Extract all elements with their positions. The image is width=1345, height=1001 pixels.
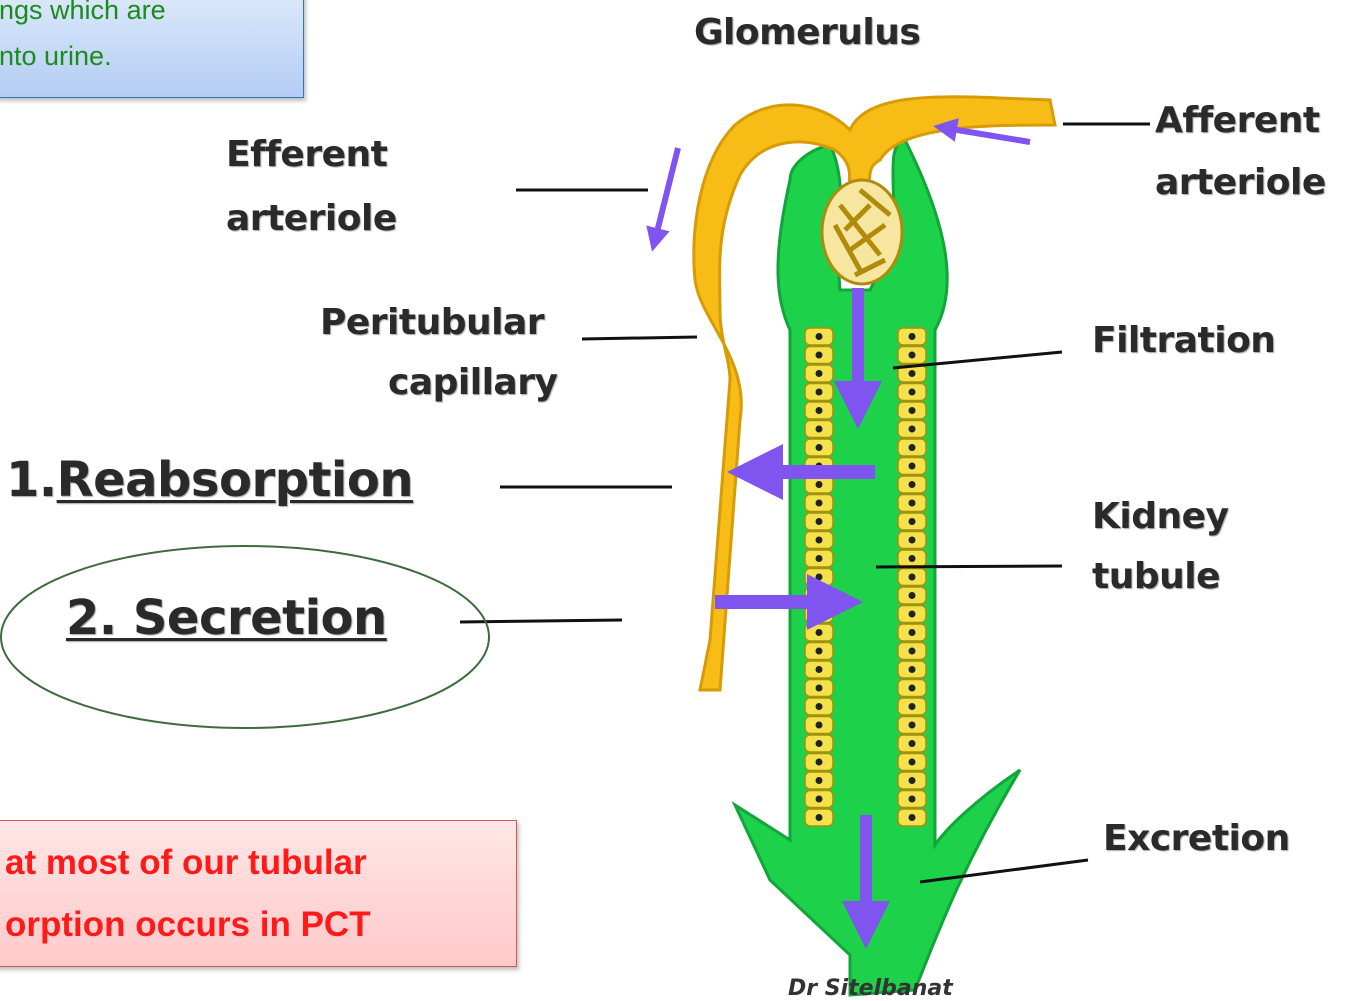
efferent-label-line2: arteriole xyxy=(226,198,397,239)
cell-nucleus xyxy=(816,352,823,359)
cell-nucleus xyxy=(909,703,916,710)
cell-nucleus xyxy=(816,648,823,655)
cell-nucleus xyxy=(909,740,916,747)
cell-nucleus xyxy=(816,796,823,803)
cell-nucleus xyxy=(816,500,823,507)
filtration-label: Filtration xyxy=(1092,320,1275,361)
cell-nucleus xyxy=(909,629,916,636)
glomerulus-label: Glomerulus xyxy=(694,12,920,53)
cell-nucleus xyxy=(909,814,916,821)
tubule-cells-right xyxy=(898,328,926,826)
cell-nucleus xyxy=(909,537,916,544)
callout-line-2: orption occurs in PCT xyxy=(5,905,371,945)
cell-nucleus xyxy=(816,666,823,673)
afferent-flow-arrow xyxy=(945,128,1030,142)
cell-nucleus xyxy=(909,777,916,784)
cell-nucleus xyxy=(909,759,916,766)
cell-nucleus xyxy=(816,759,823,766)
peritubular-label-line1: Peritubular xyxy=(320,302,544,343)
note-line-2: nto urine. xyxy=(0,41,112,72)
tubule-cells-left xyxy=(805,328,833,826)
cell-nucleus xyxy=(909,500,916,507)
cell-nucleus xyxy=(909,555,916,562)
afferent-label-line1: Afferent xyxy=(1155,100,1320,141)
cell-nucleus xyxy=(909,666,916,673)
cell-nucleus xyxy=(909,611,916,618)
cell-nucleus xyxy=(909,722,916,729)
kidney-tubule-leader-line xyxy=(876,566,1062,567)
peritubular-leader-line xyxy=(582,337,697,339)
cell-nucleus xyxy=(816,481,823,488)
kidney-tubule-label-line1: Kidney xyxy=(1092,496,1229,537)
cell-nucleus xyxy=(816,537,823,544)
secretion-label: 2. Secretion xyxy=(66,590,387,646)
cell-nucleus xyxy=(909,370,916,377)
afferent-label-line2: arteriole xyxy=(1155,162,1326,203)
cell-nucleus xyxy=(816,814,823,821)
cell-nucleus xyxy=(816,555,823,562)
cell-nucleus xyxy=(909,352,916,359)
author-credit: Dr Sitelbanat xyxy=(788,976,953,1001)
excretion-label: Excretion xyxy=(1103,818,1290,859)
glomerulus-shape xyxy=(822,180,902,284)
callout-box: at most of our tubular orption occurs in… xyxy=(0,820,517,967)
efferent-label-line1: Efferent xyxy=(226,134,387,175)
cell-nucleus xyxy=(816,407,823,414)
cell-nucleus xyxy=(909,648,916,655)
cell-nucleus xyxy=(909,444,916,451)
cell-nucleus xyxy=(909,518,916,525)
peritubular-label-line2: capillary xyxy=(388,362,557,403)
cell-nucleus xyxy=(816,370,823,377)
cell-nucleus xyxy=(816,574,823,581)
cell-nucleus xyxy=(816,333,823,340)
note-line-1: ngs which are xyxy=(0,0,166,26)
cell-nucleus xyxy=(816,611,823,618)
cell-nucleus xyxy=(816,629,823,636)
reabsorption-text: Reabsorption xyxy=(57,452,413,508)
cell-nucleus xyxy=(909,333,916,340)
cell-nucleus xyxy=(816,777,823,784)
cell-nucleus xyxy=(816,685,823,692)
cell-nucleus xyxy=(816,722,823,729)
cell-nucleus xyxy=(909,796,916,803)
cell-nucleus xyxy=(816,518,823,525)
cell-nucleus xyxy=(909,389,916,396)
note-box: ngs which are nto urine. xyxy=(0,0,304,98)
cell-nucleus xyxy=(816,426,823,433)
cell-nucleus xyxy=(816,444,823,451)
cell-nucleus xyxy=(909,592,916,599)
cell-nucleus xyxy=(816,389,823,396)
cell-nucleus xyxy=(909,426,916,433)
cell-nucleus xyxy=(909,463,916,470)
cell-nucleus xyxy=(909,481,916,488)
reabsorption-number: 1. xyxy=(6,452,57,508)
callout-line-1: at most of our tubular xyxy=(5,843,367,883)
cell-nucleus xyxy=(816,703,823,710)
cell-nucleus xyxy=(909,574,916,581)
kidney-tubule-label-line2: tubule xyxy=(1092,556,1220,597)
efferent-flow-arrow xyxy=(655,148,678,240)
cell-nucleus xyxy=(909,685,916,692)
reabsorption-label: 1.Reabsorption xyxy=(6,452,413,508)
cell-nucleus xyxy=(909,407,916,414)
cell-nucleus xyxy=(816,740,823,747)
